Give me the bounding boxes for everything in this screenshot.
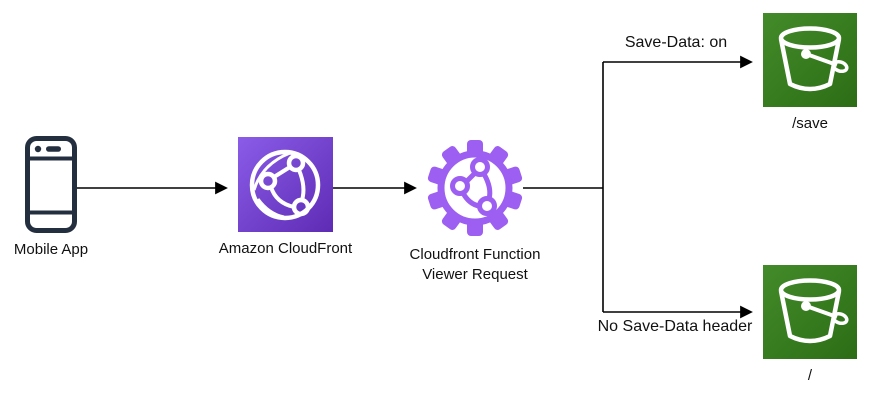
cloudfront-globe-icon [238,137,333,232]
node-cloudfront-function: Cloudfront Function Viewer Request [410,138,540,284]
node-label: Amazon CloudFront [218,240,353,257]
node-label-line1: Cloudfront Function [409,246,541,263]
node-mobile-app: Mobile App [14,136,88,260]
node-amazon-cloudfront: Amazon CloudFront [219,137,352,259]
node-label-line2: Viewer Request [422,265,528,283]
node-label: / [807,367,813,384]
mobile-phone-icon [25,136,77,233]
node-label: /save [792,115,828,132]
s3-bucket-icon [763,13,857,107]
node-s3-bucket-root: / [763,265,857,386]
node-label: Mobile App [13,241,89,258]
node-label: Cloudfront Function Viewer Request [410,245,541,284]
s3-bucket-icon [763,265,857,359]
edge-label-no-save-data: No Save-Data header [597,318,753,335]
edge-label-save-data-on: Save-Data: on [624,34,728,51]
cloudfront-function-gear-icon [427,140,523,236]
node-s3-bucket-save: /save [763,13,857,134]
